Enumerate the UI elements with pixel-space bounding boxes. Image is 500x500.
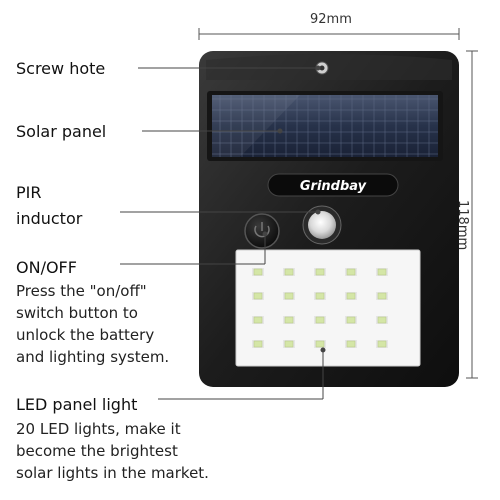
label-solar-panel: Solar panel — [16, 122, 107, 141]
led-light — [284, 292, 294, 300]
led-desc-line: become the brightest — [16, 442, 178, 460]
led-desc-line: solar lights in the market. — [16, 464, 209, 482]
brand-badge: Grindbay — [267, 173, 399, 197]
on-off-desc-line: and lighting system. — [16, 348, 170, 366]
on-off-desc-line: Press the "on/off" — [16, 282, 147, 300]
leader-dot-led — [320, 347, 326, 353]
led-light — [377, 268, 387, 276]
led-panel — [235, 249, 421, 367]
led-light — [253, 316, 263, 324]
led-light — [315, 268, 325, 276]
led-light — [377, 340, 387, 348]
led-grid — [252, 268, 388, 348]
height-dimension — [466, 50, 478, 379]
led-light — [346, 316, 356, 324]
led-light — [377, 292, 387, 300]
leader-dot-pir — [315, 209, 321, 215]
height-label: 118mm — [455, 200, 470, 251]
pir-sensor — [302, 205, 342, 245]
led-light — [253, 268, 263, 276]
led-light — [315, 292, 325, 300]
led-light — [315, 340, 325, 348]
label-pir-line2: inductor — [16, 209, 83, 228]
on-off-description: Press the "on/off" switch button to unlo… — [16, 280, 169, 368]
leader-dot-on-off — [262, 231, 268, 237]
label-led-panel: LED panel light — [16, 395, 138, 414]
on-off-desc-line: switch button to — [16, 304, 138, 322]
brand-text: Grindbay — [300, 179, 367, 194]
label-on-off: ON/OFF — [16, 258, 77, 277]
led-light — [284, 340, 294, 348]
power-button[interactable] — [244, 213, 280, 249]
led-light — [315, 316, 325, 324]
led-description: 20 LED lights, make it become the bright… — [16, 418, 209, 484]
leader-lines — [120, 65, 326, 400]
led-light — [284, 268, 294, 276]
led-light — [253, 340, 263, 348]
led-light — [253, 292, 263, 300]
led-light — [377, 316, 387, 324]
width-label: 92mm — [310, 12, 352, 27]
led-desc-line: 20 LED lights, make it — [16, 420, 181, 438]
leader-dot-screw-hole — [315, 65, 321, 71]
on-off-desc-line: unlock the battery — [16, 326, 155, 344]
led-light — [346, 292, 356, 300]
width-dimension — [198, 28, 460, 40]
leader-dot-solar-panel — [277, 128, 283, 134]
label-pir-line1: PIR — [16, 183, 42, 202]
led-light — [346, 268, 356, 276]
label-screw-hole: Screw hote — [16, 59, 106, 78]
led-light — [284, 316, 294, 324]
led-light — [346, 340, 356, 348]
solar-panel — [207, 91, 443, 161]
